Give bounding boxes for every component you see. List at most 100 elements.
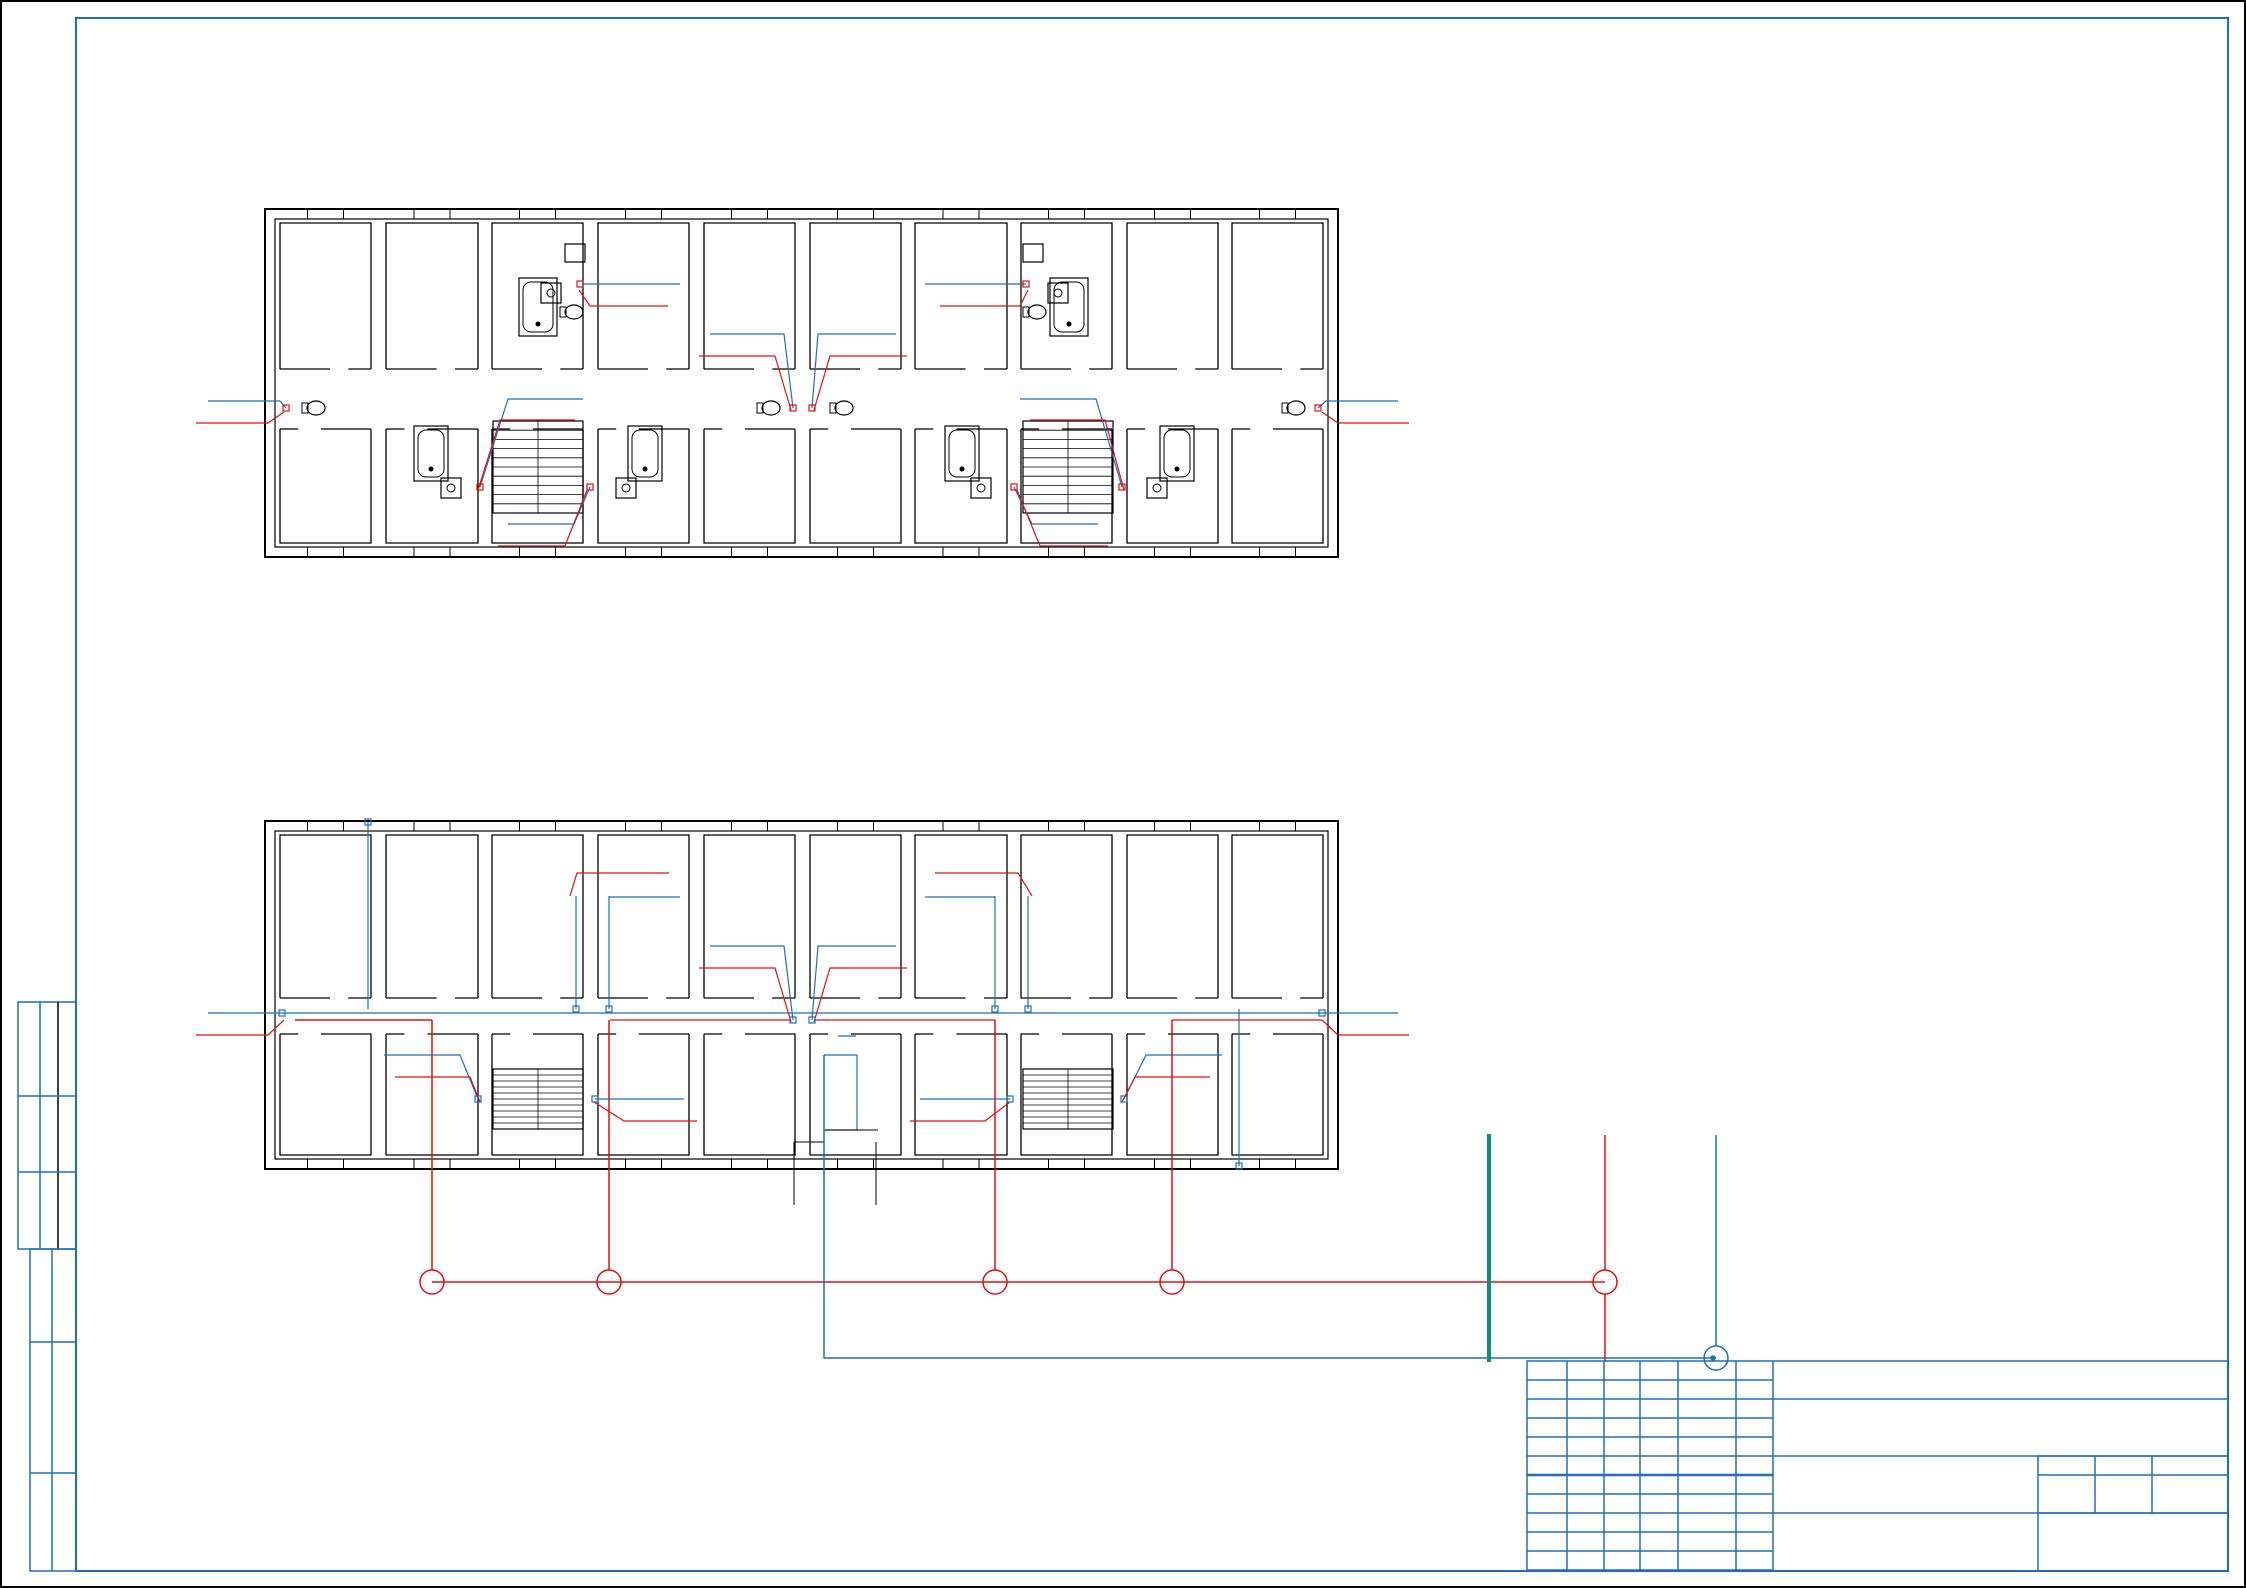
cold-water-pipe [1013, 486, 1098, 525]
toilet [1022, 304, 1047, 320]
pipe-fitting [1318, 1009, 1326, 1017]
upper-floor-plan [196, 208, 1409, 558]
hot-water-pipe [498, 489, 588, 547]
hot-water-main [295, 1019, 1606, 1361]
room-bottom [914, 429, 1008, 544]
room-top [703, 222, 796, 369]
cold-water-pipe [1317, 400, 1398, 409]
toilet [1281, 400, 1306, 416]
bathtub-drain [1066, 321, 1072, 327]
pipe-fitting [474, 1095, 482, 1103]
bathtub-outline [413, 425, 449, 482]
exterior-wall-inner [274, 218, 1329, 548]
hot-water-pipe [935, 872, 1033, 897]
cold-water-inlet [824, 1054, 858, 1131]
pipe-fitting [1022, 280, 1030, 288]
pipe-fitting [789, 404, 797, 412]
toilet [756, 400, 781, 416]
pipe-fitting [991, 1005, 999, 1013]
hot-water-pipe [593, 1101, 697, 1122]
room-top [809, 222, 902, 369]
pipe-fitting [808, 1016, 816, 1024]
room-bottom [1126, 429, 1219, 544]
bathtub-outline [518, 277, 558, 337]
washbasin [440, 477, 462, 499]
toilet-bowl [1027, 304, 1047, 320]
room-top [914, 222, 1008, 369]
hot-water-pipe [1016, 489, 1108, 547]
cold-water-pipe [208, 400, 287, 409]
hot-water-pipe [910, 1101, 1011, 1122]
sink-outline [440, 477, 462, 499]
room-top [597, 222, 690, 369]
hot-water-pipe [196, 411, 285, 424]
room-top [279, 222, 372, 369]
sink-bowl [446, 483, 456, 493]
room-bottom [703, 1034, 796, 1156]
toilet-tank [559, 306, 567, 318]
room-top [279, 834, 372, 998]
exterior-wall-inner [274, 830, 1329, 1160]
cold-water-pipe [811, 333, 896, 409]
hot-water-pipe [1321, 1019, 1409, 1036]
staircase [1022, 420, 1114, 514]
bathtub-basin [631, 429, 659, 478]
room-bottom [1231, 429, 1324, 544]
staircase [1022, 1068, 1114, 1130]
sink-bowl [976, 483, 986, 493]
room-top [1020, 222, 1113, 369]
toilet-bowl [761, 400, 781, 416]
title-block-grid [1527, 1361, 1773, 1571]
cold-water-main [823, 1055, 1729, 1371]
pipe-fitting [278, 1009, 286, 1017]
sink-outline [1146, 477, 1168, 499]
bathtub [1159, 425, 1195, 482]
cold-water-pipe [479, 398, 583, 488]
pipe-fitting [576, 280, 584, 288]
cold-water-pipe [811, 945, 896, 1021]
hot-water-pipe [699, 355, 792, 411]
sink-outline [540, 282, 562, 304]
bathtub [944, 425, 980, 482]
room-top [491, 222, 584, 369]
staircase [492, 1068, 584, 1130]
pipe-fitting [808, 404, 816, 412]
room-bottom [1231, 1034, 1324, 1156]
pipe-fitting [1006, 1095, 1014, 1103]
bathtub-basin [1053, 281, 1085, 333]
sink-bowl [1152, 483, 1162, 493]
bathtub [627, 425, 663, 482]
washbasin [1047, 282, 1069, 304]
bathtub-outline [1049, 277, 1089, 337]
room-bottom [703, 429, 796, 544]
toilet [829, 400, 854, 416]
room-top [703, 834, 796, 998]
room-bottom [385, 429, 479, 544]
toilet [301, 400, 326, 416]
hot-water-pipe [940, 289, 1029, 307]
bathtub-drain [959, 466, 965, 472]
bathtub-basin [948, 429, 976, 478]
room-top [1126, 834, 1219, 998]
hot-water-pipe [1321, 411, 1409, 424]
toilet-tank [1281, 402, 1289, 414]
sink-outline [1047, 282, 1069, 304]
room-bottom [597, 429, 690, 544]
bathtub [413, 425, 449, 482]
room-top [1020, 834, 1113, 998]
pipe-fitting [1120, 1095, 1128, 1103]
pipe-fitting [282, 404, 290, 412]
room-bottom [279, 429, 372, 544]
side-stamp-table [17, 1001, 77, 1572]
hot-water-pipe [1121, 1076, 1210, 1103]
pipe-fitting [605, 1005, 613, 1013]
pipe-fitting [364, 818, 372, 826]
pipe-fitting [572, 1005, 580, 1013]
bathtub-drain [1174, 466, 1180, 472]
toilet-tank [829, 402, 837, 414]
bathtub-drain [642, 466, 648, 472]
room-bottom [279, 1034, 372, 1156]
pipe-fitting [586, 483, 594, 491]
